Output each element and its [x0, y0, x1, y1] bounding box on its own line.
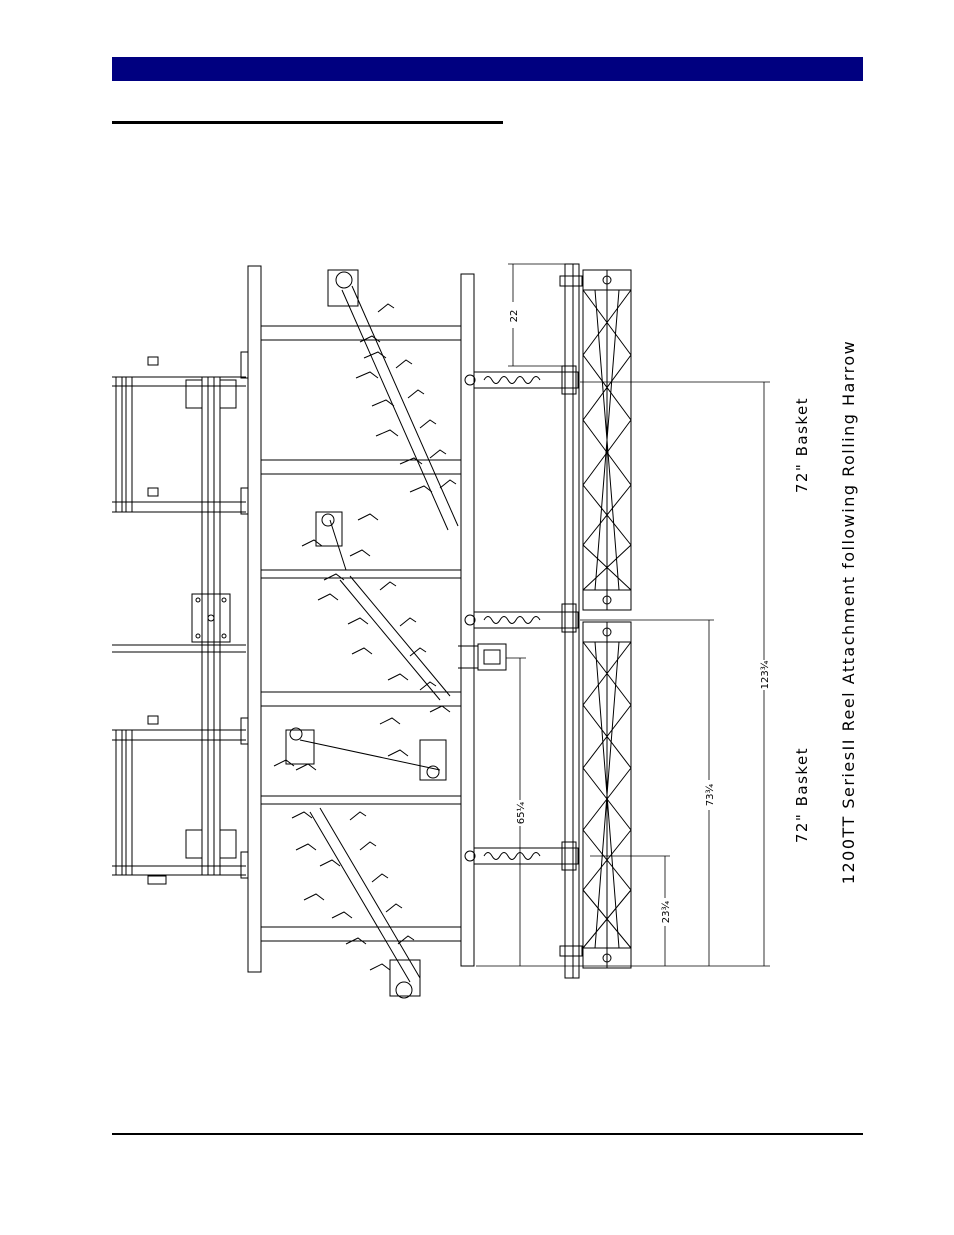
reel-arm-top [464, 365, 579, 395]
footer-rule [112, 1133, 863, 1135]
basket-label-lower: 72" Basket [793, 747, 811, 843]
tine-gang-3 [273, 705, 451, 781]
dim-23: 23¾ [661, 900, 672, 923]
reel-arm-middle [464, 603, 579, 633]
reel-beam [559, 263, 583, 979]
dim-73: 73¾ [705, 783, 716, 806]
tine-gang-1 [327, 269, 459, 531]
dim-22: 22 [509, 310, 520, 323]
title-underline [112, 121, 503, 124]
dimension-lines [476, 263, 770, 967]
drawing-caption: 1200TT SeriesII Reel Attachment followin… [839, 340, 858, 884]
tine-gang-4 [291, 807, 421, 999]
basket-top [582, 269, 632, 611]
basket-label-upper: 72" Basket [793, 397, 811, 493]
dim-65: 65¼ [515, 801, 527, 824]
reel-arm-bottom [464, 841, 579, 871]
center-mount-bracket [458, 643, 507, 671]
left-frame [112, 356, 246, 885]
basket-bottom [582, 621, 632, 969]
dim-123: 123¾ [760, 660, 771, 689]
tine-gang-2 [301, 511, 451, 701]
header-bar [112, 57, 863, 81]
